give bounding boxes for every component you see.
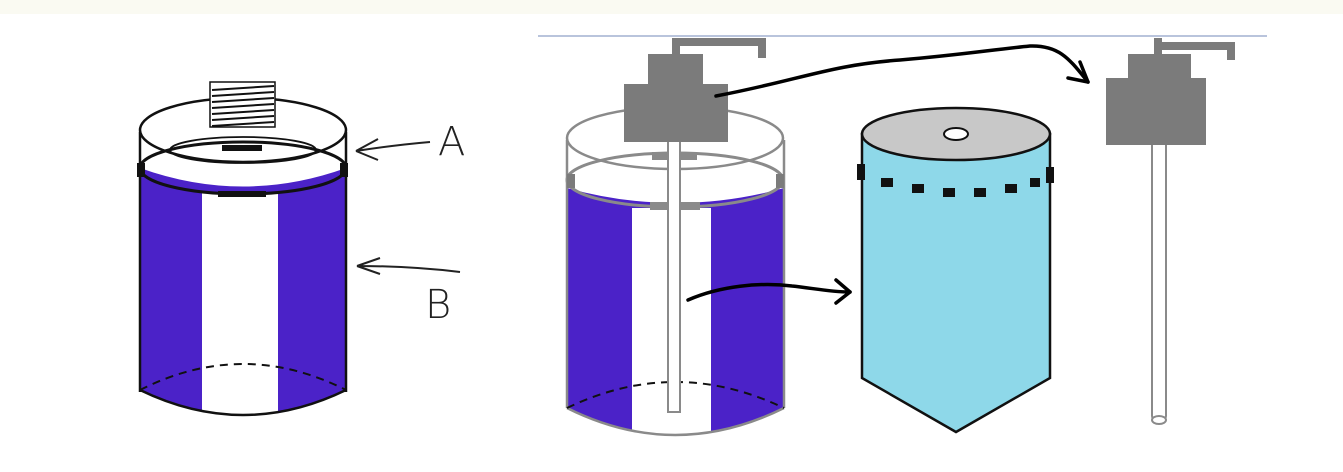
top-strip: [0, 0, 1343, 14]
left-drum-lid-bar: [222, 145, 262, 151]
left-drum-inner-lid: [169, 136, 317, 164]
right-pump-head: [1106, 38, 1235, 145]
threaded-cap: [209, 81, 276, 128]
middle-pump-head: [624, 38, 766, 142]
bag-dotted-seam: [857, 164, 1054, 197]
label-b-callout: B: [356, 257, 461, 328]
label-b-arrow: [356, 257, 461, 275]
left-drum-clip-right: [340, 163, 348, 177]
middle-drum-clip-left: [567, 174, 575, 188]
right-pump: [1106, 38, 1235, 425]
bag-pointer-curve: [686, 282, 852, 302]
label-a-arrow: [355, 138, 431, 161]
left-drum-bottom-back: [139, 363, 347, 391]
label-b: B: [425, 282, 451, 328]
left-drum-bottom-front: [139, 388, 347, 417]
label-a-callout: A: [355, 119, 465, 165]
left-drum-clip-left: [137, 163, 145, 177]
left-drum-seal-bar: [218, 191, 266, 197]
middle-pump-dip-tube: [667, 139, 681, 413]
right-pump-dip-tube: [1151, 139, 1167, 421]
left-drum-window: [202, 192, 278, 422]
bag-pointer-arrowhead: [834, 278, 852, 305]
pump-removal-arrowhead: [1066, 60, 1090, 84]
blue-liner-bag: [857, 106, 1054, 434]
window-to-bag-arrow: [686, 278, 852, 305]
pump-removal-curve: [714, 44, 1090, 98]
right-pump-tube-end: [1151, 415, 1167, 425]
pump-to-right-arrow: [714, 44, 1090, 98]
label-a: A: [438, 119, 465, 165]
left-drum: [137, 81, 348, 422]
middle-drum-clip-right: [776, 174, 784, 188]
middle-drum-bottom-front: [566, 406, 785, 437]
middle-drum: [565, 38, 786, 440]
bag-spout-hole: [943, 127, 969, 141]
